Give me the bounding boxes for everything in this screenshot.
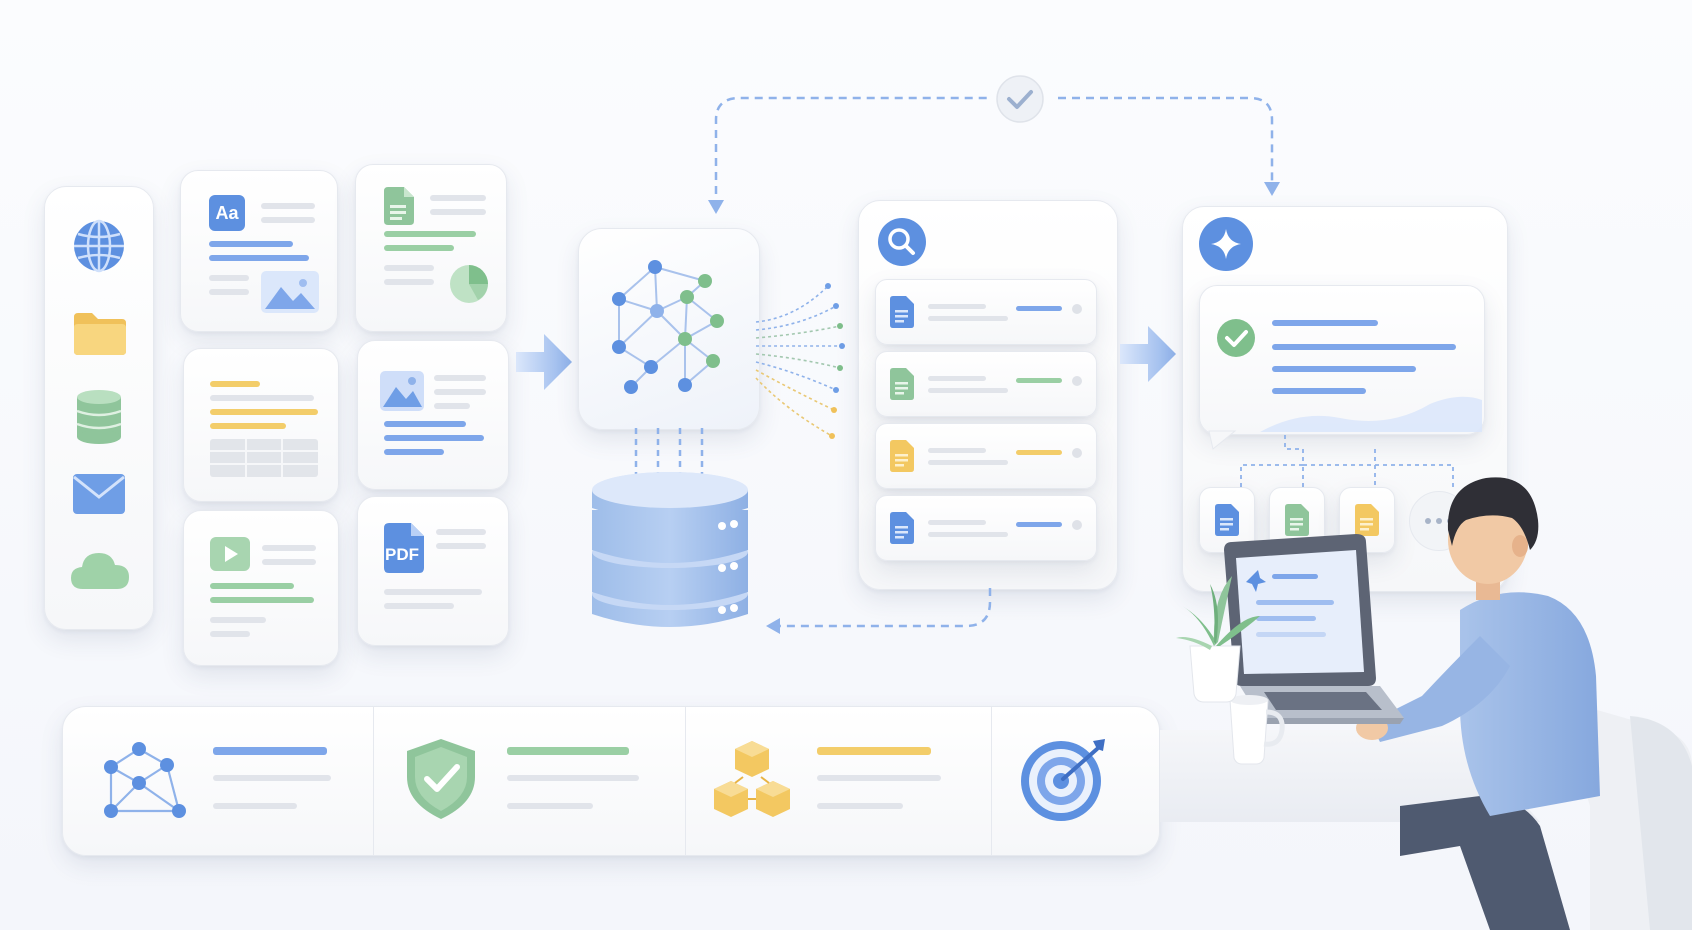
database-icon bbox=[76, 390, 122, 444]
shield-check-icon bbox=[407, 739, 475, 819]
row-indicator-dot bbox=[1072, 376, 1082, 386]
row-indicator-dot bbox=[1072, 448, 1082, 458]
pdf-icon: PDF bbox=[384, 523, 424, 573]
verified-check-icon bbox=[996, 75, 1044, 123]
green-document-icon bbox=[384, 187, 414, 225]
sparkle-icon bbox=[1199, 217, 1253, 271]
document-card-pdf: PDF bbox=[357, 496, 509, 646]
feature-divider bbox=[685, 707, 686, 855]
retrieved-chunk-row bbox=[875, 351, 1097, 417]
blue-document-icon bbox=[890, 512, 914, 544]
document-card-table bbox=[183, 348, 339, 502]
source-tree-connectors bbox=[1240, 435, 1454, 487]
knowledge-graph-card bbox=[578, 228, 760, 430]
retrieved-chunk-row bbox=[875, 495, 1097, 561]
retrieved-chunk-row bbox=[875, 423, 1097, 489]
person-at-laptop-illustration bbox=[1160, 477, 1692, 930]
graph-network-icon bbox=[612, 260, 724, 394]
check-icon bbox=[1217, 319, 1255, 357]
table-grid-icon bbox=[210, 439, 318, 477]
aa-badge-text: Aa bbox=[215, 203, 239, 223]
document-card-video bbox=[183, 510, 339, 666]
row-indicator-dot bbox=[1072, 520, 1082, 530]
target-icon bbox=[1021, 739, 1105, 821]
pdf-badge-text: PDF bbox=[385, 545, 419, 564]
feature-divider bbox=[373, 707, 374, 855]
image-doc-icon bbox=[380, 371, 424, 411]
cubes-icon bbox=[714, 741, 790, 817]
retrieval-panel bbox=[858, 200, 1118, 590]
green-document-icon bbox=[890, 368, 914, 400]
green-document-icon bbox=[1285, 504, 1309, 536]
pie-chart-icon bbox=[450, 265, 488, 303]
feedback-loop-top bbox=[708, 96, 1280, 214]
search-icon bbox=[878, 218, 926, 266]
globe-icon bbox=[74, 219, 124, 273]
answer-wave-decoration bbox=[1260, 396, 1482, 432]
document-card-text-image: Aa bbox=[180, 170, 338, 332]
row-indicator-dot bbox=[1072, 304, 1082, 314]
folder-icon bbox=[74, 313, 126, 355]
feature-divider bbox=[991, 707, 992, 855]
source-panel bbox=[44, 186, 154, 630]
video-play-icon bbox=[210, 537, 250, 571]
answer-bubble bbox=[1199, 285, 1485, 435]
cloud-icon bbox=[71, 553, 129, 589]
arrow-right-icon bbox=[516, 334, 572, 390]
blue-document-icon bbox=[1215, 504, 1239, 536]
embedding-flow-lines bbox=[755, 283, 845, 439]
arrow-right-icon bbox=[1120, 326, 1176, 382]
yellow-document-icon bbox=[1355, 504, 1379, 536]
bubble-tail bbox=[1208, 430, 1237, 450]
yellow-document-icon bbox=[890, 440, 914, 472]
vector-database-icon bbox=[592, 472, 748, 627]
feedback-loop-bottom bbox=[766, 588, 992, 634]
retrieved-chunk-row bbox=[875, 279, 1097, 345]
document-card-spreadsheet-chart bbox=[355, 164, 507, 332]
mail-icon bbox=[73, 474, 125, 514]
source-citation-tile bbox=[1339, 487, 1395, 553]
image-icon bbox=[261, 271, 319, 313]
graph-network-icon bbox=[104, 742, 186, 818]
text-format-badge: Aa bbox=[209, 195, 245, 231]
document-card-image bbox=[357, 340, 509, 490]
blue-document-icon bbox=[890, 296, 914, 328]
feature-strip bbox=[62, 706, 1160, 856]
